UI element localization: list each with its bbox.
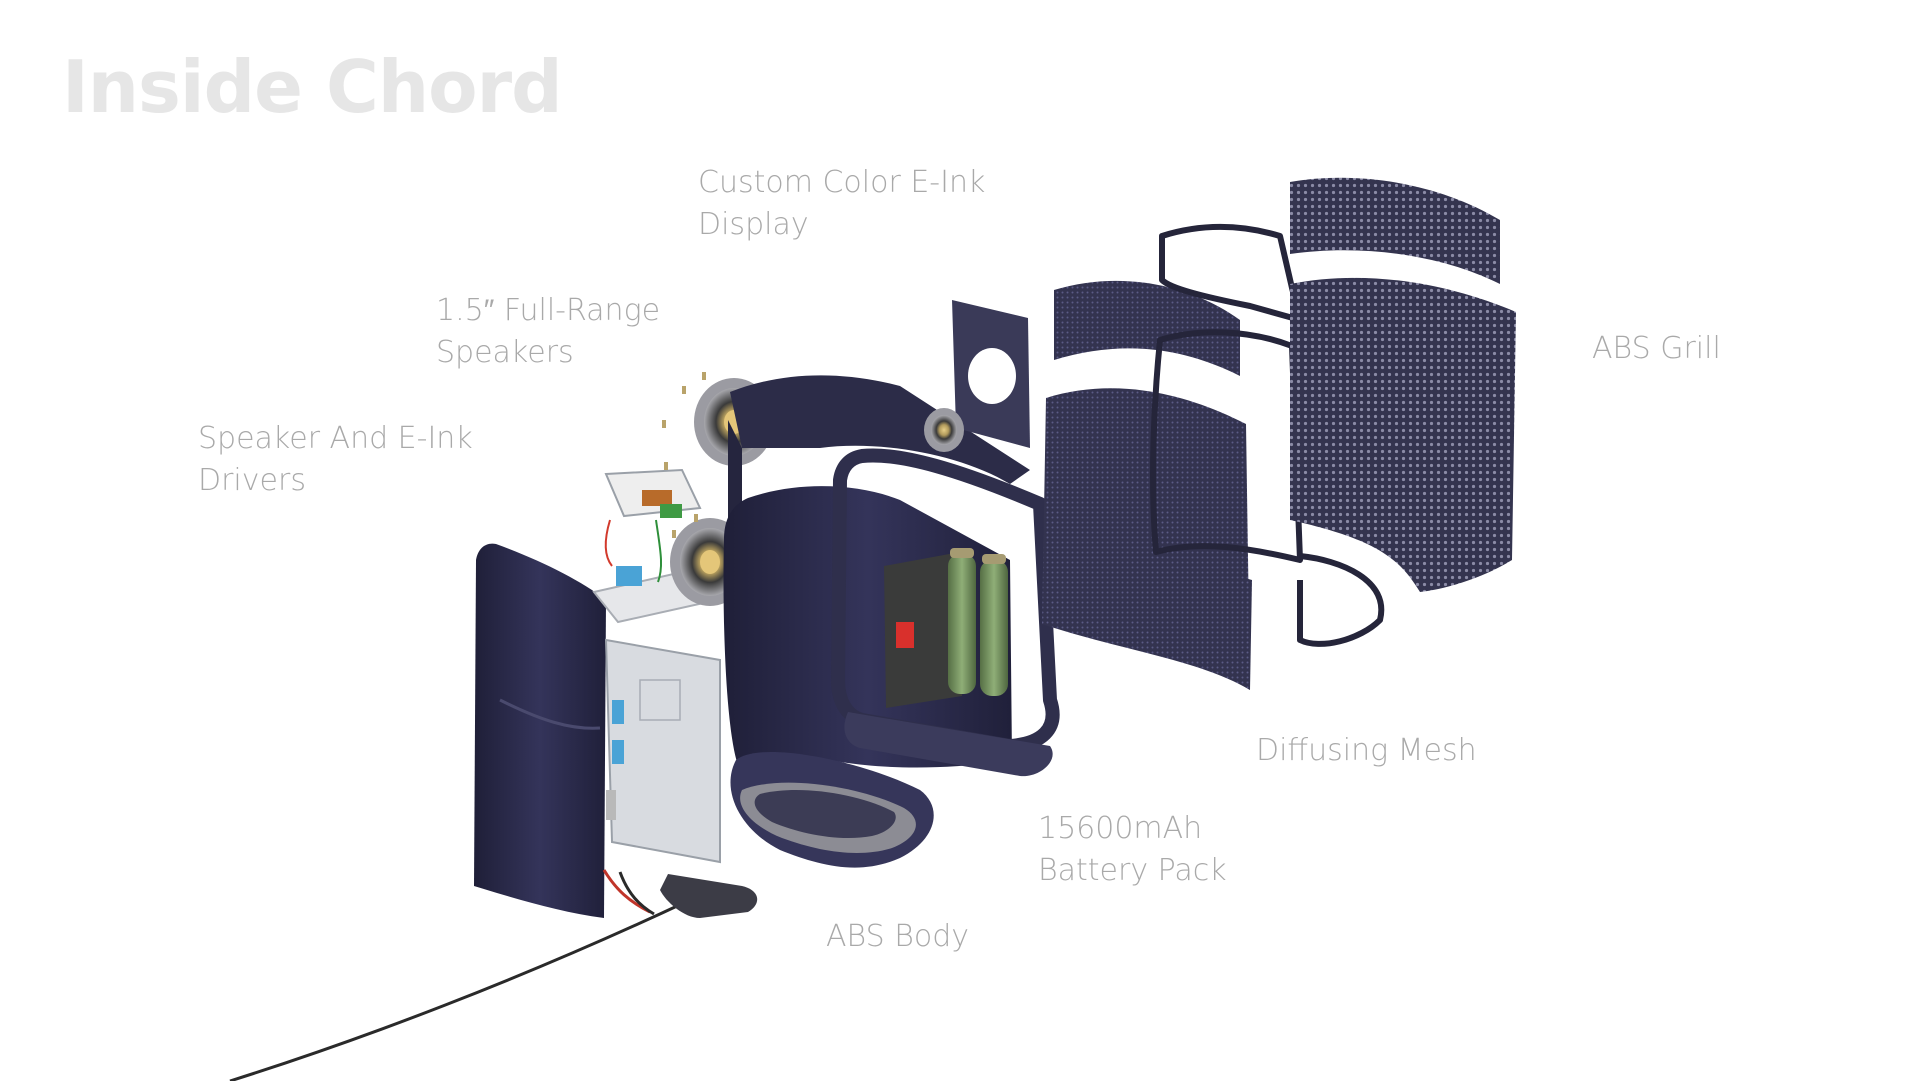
label-eink-display: Custom Color E-Ink Display [698,162,985,246]
label-drivers-line-2: Drivers [198,463,306,498]
eink-display [730,375,1030,484]
label-drivers-line-1: Speaker And E-Ink [198,421,473,456]
battery-pack [884,548,1008,708]
label-diffusing-mesh: Diffusing Mesh [1256,730,1477,772]
label-battery-pack: 15600mAh Battery Pack [1038,808,1227,892]
label-speakers-line-1: 1.5″ Full-Range [436,293,661,328]
mounting-screws [662,372,706,538]
label-drivers: Speaker And E-Ink Drivers [198,418,473,502]
diffusing-mesh [1042,280,1252,690]
inner-frame [831,448,1060,753]
front-shell-panel [474,543,606,918]
label-abs-grill-line-1: ABS Grill [1592,331,1721,366]
driver-circuit-board [602,638,721,916]
page-title: Inside Chord [62,45,563,129]
usb-cable [229,898,691,1081]
battery-switch [896,622,914,648]
label-speakers-line-2: Speakers [436,335,574,370]
label-abs-body: ABS Body [826,916,969,958]
label-eink-display-line-2: Display [698,207,809,242]
label-abs-grill: ABS Grill [1592,328,1721,370]
rear-speaker [924,408,964,452]
label-abs-body-line-1: ABS Body [826,919,970,954]
label-speakers: 1.5″ Full-Range Speakers [436,290,660,374]
label-diffusing-mesh-line-1: Diffusing Mesh [1256,733,1477,768]
label-battery-pack-line-2: Battery Pack [1038,853,1227,888]
usb-connector-pad [660,874,758,918]
abs-grill [1290,177,1516,592]
label-eink-display-line-1: Custom Color E-Ink [698,165,986,200]
label-battery-pack-line-1: 15600mAh [1038,811,1203,846]
